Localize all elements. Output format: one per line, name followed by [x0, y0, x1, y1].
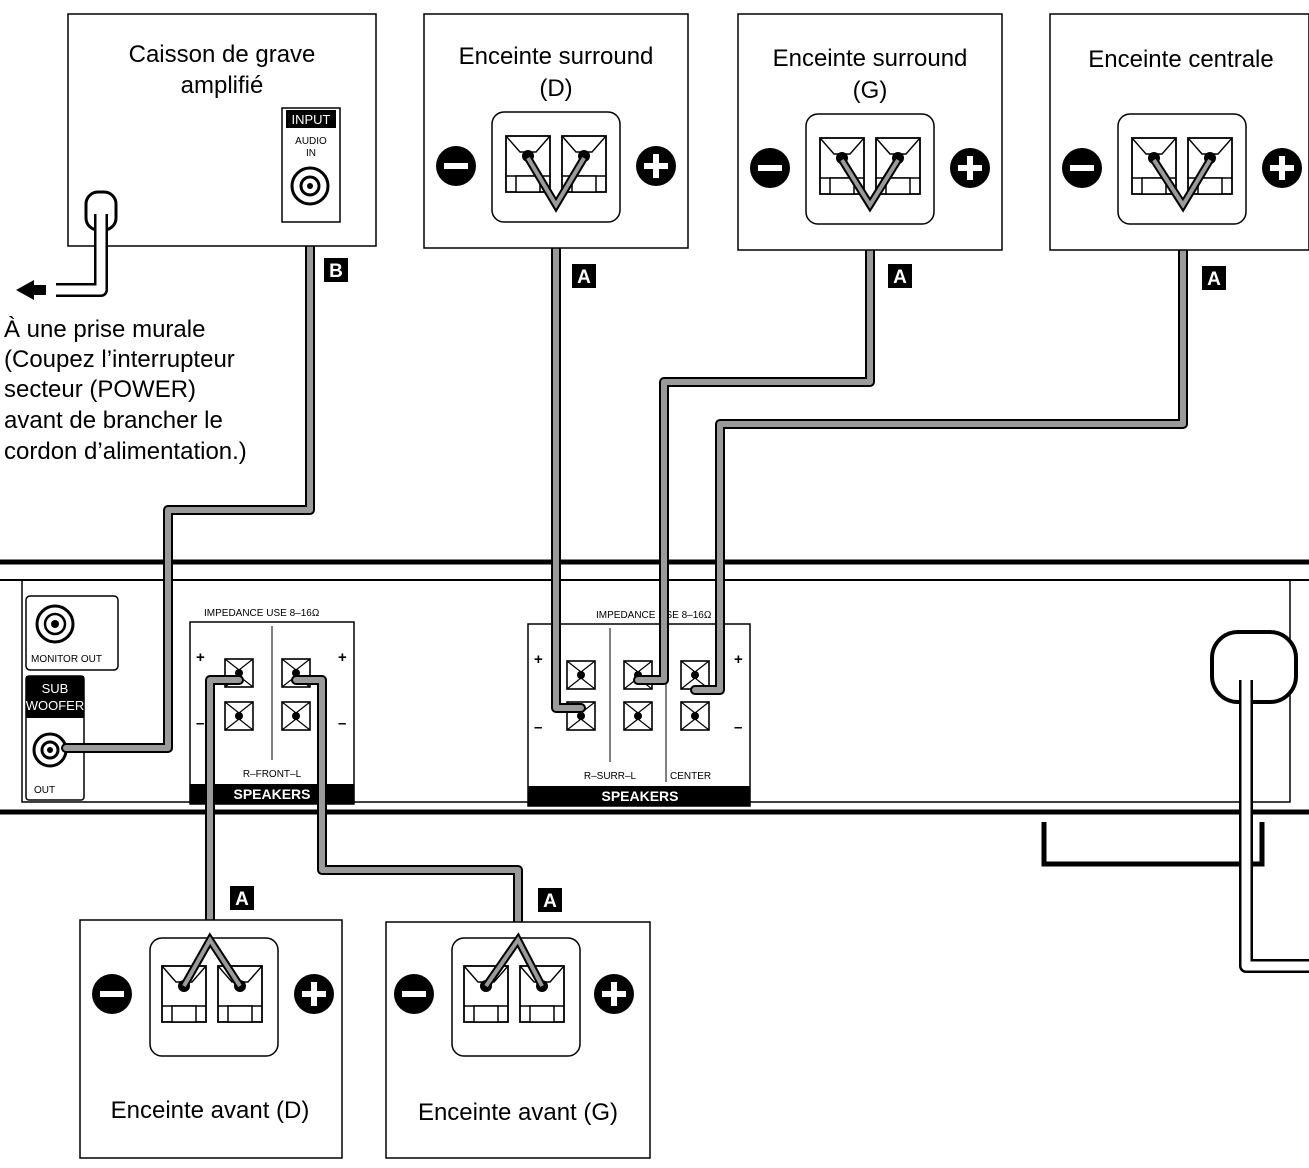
receiver-power-cord — [1041, 630, 1309, 973]
front-impedance-label: IMPEDANCE USE 8–16Ω — [204, 608, 320, 619]
center-plus-terminal[interactable] — [680, 660, 710, 690]
front-left-plus-terminal-speaker — [519, 965, 565, 1023]
svg-text:B: B — [329, 261, 343, 282]
rear-plus-right: + — [734, 651, 743, 668]
rear-speakers-label: SPEAKERS — [601, 788, 678, 804]
svg-text:A: A — [893, 267, 907, 288]
svg-text:A: A — [577, 267, 591, 288]
arrow-left-icon — [16, 280, 34, 300]
audio-in-line2: IN — [306, 148, 316, 159]
rear-surr-label: R–SURR–L — [584, 771, 637, 782]
front-right-plus-terminal-speaker — [217, 965, 263, 1023]
rear-minus-left: – — [534, 719, 542, 736]
speaker-surround-right-sub: (D) — [539, 75, 572, 102]
speaker-surround-left-title: Enceinte surround — [773, 45, 968, 72]
speaker-surround-left: Enceinte surround (G) — [737, 13, 1003, 251]
speaker-front-right: Enceinte avant (D) — [79, 919, 343, 1159]
plus-icon — [594, 974, 634, 1014]
wall-outlet-note: À une prise murale (Coupez l’interrupteu… — [4, 316, 247, 465]
rear-minus-right: – — [734, 719, 742, 736]
svg-text:A: A — [543, 891, 557, 912]
audio-in-jack[interactable] — [290, 166, 330, 206]
minus-icon — [394, 974, 434, 1014]
speaker-front-left: Enceinte avant (G) — [385, 921, 651, 1159]
wall-note-line4: avant de brancher le — [4, 407, 223, 434]
subwoofer-box: Caisson de grave amplifié INPUT AUDIO IN — [67, 13, 377, 247]
wall-note-line3: secteur (POWER) — [4, 376, 196, 403]
cable-label-b: B — [324, 258, 348, 282]
speaker-surround-left-sub: (G) — [853, 77, 888, 104]
subwoofer-title-line1: Caisson de grave — [129, 41, 316, 68]
cable-label-a-front-right: A — [230, 886, 254, 910]
minus-icon — [436, 146, 476, 186]
cable-label-a-surround-left: A — [888, 264, 912, 288]
speaker-center-title: Enceinte centrale — [1088, 46, 1273, 73]
plus-icon — [294, 974, 334, 1014]
front-plus-left: + — [196, 649, 205, 666]
subwoofer-title-line2: amplifié — [181, 72, 264, 99]
plus-icon — [950, 148, 990, 188]
front-l-minus-terminal[interactable] — [281, 701, 311, 731]
rear-impedance-label: IMPEDANCE USE 8–16Ω — [596, 610, 712, 621]
cable-label-a-center: A — [1202, 266, 1226, 290]
audio-in-line1: AUDIO — [295, 136, 327, 147]
plus-icon — [1262, 148, 1302, 188]
svg-text:A: A — [235, 889, 249, 910]
minus-icon — [750, 148, 790, 188]
cable-label-a-front-left: A — [538, 888, 562, 912]
rear-r-plus-terminal[interactable] — [566, 660, 596, 690]
monitor-out-label: MONITOR OUT — [31, 654, 102, 665]
front-r-minus-terminal[interactable] — [224, 701, 254, 731]
input-badge: INPUT — [292, 112, 331, 127]
speaker-front-right-label: Enceinte avant (D) — [111, 1097, 310, 1124]
front-speakers-label: SPEAKERS — [233, 786, 310, 802]
center-minus-terminal[interactable] — [680, 701, 710, 731]
speaker-surround-right-title: Enceinte surround — [459, 43, 654, 70]
front-left-minus-terminal-speaker — [463, 965, 509, 1023]
sub-label-line2: WOOFER — [26, 698, 85, 713]
speaker-front-left-label: Enceinte avant (G) — [418, 1099, 618, 1126]
front-right-minus-terminal-speaker — [161, 965, 207, 1023]
front-plus-right: + — [338, 649, 347, 666]
sub-woofer-out-jack[interactable]: SUB WOOFER OUT — [25, 675, 85, 801]
sub-out-label: OUT — [34, 785, 55, 796]
rear-l-minus-terminal[interactable] — [623, 701, 653, 731]
rear-plus-left: + — [534, 651, 543, 668]
sub-label-line1: SUB — [42, 681, 69, 696]
rear-speaker-terminals: IMPEDANCE USE 8–16Ω SPEAKERS R–SURR–L CE… — [527, 610, 751, 807]
front-minus-right: – — [338, 715, 346, 732]
minus-icon — [92, 974, 132, 1014]
wall-note-line5: cordon d’alimentation.) — [4, 438, 247, 465]
speaker-cables — [61, 185, 1188, 945]
speaker-center: Enceinte centrale — [1049, 13, 1309, 251]
wall-note-line2: (Coupez l’interrupteur — [4, 346, 235, 373]
front-minus-left: – — [196, 715, 204, 732]
cable-label-a-surround-right: A — [572, 264, 596, 288]
wall-note-line1: À une prise murale — [4, 316, 205, 343]
speaker-surround-right: Enceinte surround (D) — [423, 13, 689, 249]
front-channel-label: R–FRONT–L — [243, 769, 302, 780]
monitor-out-jack[interactable]: MONITOR OUT — [25, 595, 119, 671]
plus-icon — [636, 146, 676, 186]
rear-center-label: CENTER — [670, 771, 711, 782]
minus-icon — [1062, 148, 1102, 188]
subwoofer-power-cord — [16, 214, 108, 300]
svg-text:A: A — [1207, 269, 1221, 290]
